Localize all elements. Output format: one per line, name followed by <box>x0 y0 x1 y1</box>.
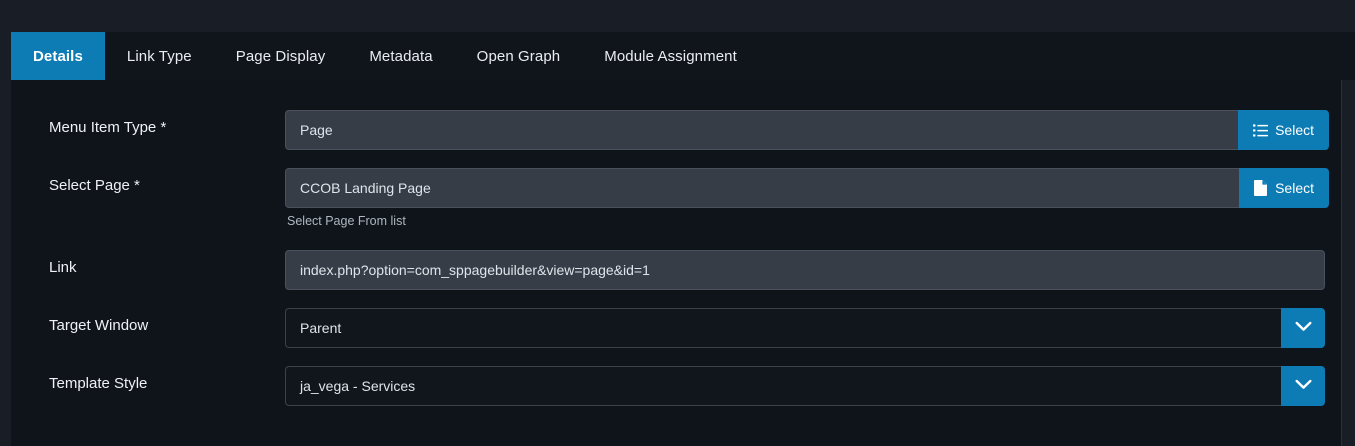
chevron-down-icon <box>1295 377 1312 395</box>
tab-page-display[interactable]: Page Display <box>214 32 348 80</box>
select-page-input[interactable]: CCOB Landing Page <box>285 168 1240 208</box>
chevron-down-icon <box>1295 319 1312 337</box>
field-row-menu-item-type: Menu Item Type * Page <box>11 110 1342 150</box>
select-page-label: Select Page * <box>49 177 140 194</box>
details-panel: Menu Item Type * Page <box>0 80 1355 446</box>
tab-open-graph[interactable]: Open Graph <box>455 32 583 80</box>
field-row-link: Link index.php?option=com_sppagebuilder&… <box>11 250 1342 290</box>
details-panel-content: Menu Item Type * Page <box>11 80 1342 446</box>
tab-module-assignment[interactable]: Module Assignment <box>582 32 759 80</box>
field-row-select-page: Select Page * CCOB Landing Page <box>11 168 1342 228</box>
target-window-field: Parent <box>285 308 1342 348</box>
tab-metadata[interactable]: Metadata <box>347 32 454 80</box>
link-label: Link <box>49 259 77 276</box>
menu-item-type-input[interactable]: Page <box>285 110 1239 150</box>
tab-bar: Details Link Type Page Display Metadata … <box>0 32 1355 81</box>
menu-item-type-select-button-label: Select <box>1275 122 1314 138</box>
tab-bar-left-gutter <box>0 32 11 80</box>
template-style-dropdown-button[interactable] <box>1281 366 1325 406</box>
target-window-label: Target Window <box>49 317 149 334</box>
select-page-help-text: Select Page From list <box>287 214 406 228</box>
template-style-label: Template Style <box>49 375 148 392</box>
menu-item-type-select-button[interactable]: Select <box>1238 110 1329 150</box>
field-row-template-style: Template Style ja_vega - Services <box>11 366 1342 406</box>
link-field: index.php?option=com_sppagebuilder&view=… <box>285 250 1342 290</box>
select-page-input-group: CCOB Landing Page Select <box>285 168 1329 208</box>
template-style-select-value[interactable]: ja_vega - Services <box>285 366 1281 406</box>
template-style-select-group[interactable]: ja_vega - Services <box>285 366 1325 406</box>
target-window-dropdown-button[interactable] <box>1281 308 1325 348</box>
top-chrome-bar <box>0 0 1355 32</box>
menu-item-type-field: Page <box>285 110 1342 150</box>
template-style-field: ja_vega - Services <box>285 366 1342 406</box>
list-icon <box>1253 123 1269 138</box>
select-page-select-button[interactable]: Select <box>1239 168 1329 208</box>
link-input[interactable]: index.php?option=com_sppagebuilder&view=… <box>285 250 1325 290</box>
field-row-target-window: Target Window Parent <box>11 308 1342 348</box>
target-window-select-group[interactable]: Parent <box>285 308 1325 348</box>
menu-item-type-input-group: Page <box>285 110 1329 150</box>
file-icon <box>1254 180 1268 196</box>
tab-details[interactable]: Details <box>11 32 105 80</box>
select-page-field: CCOB Landing Page Select <box>285 168 1342 228</box>
target-window-select-value[interactable]: Parent <box>285 308 1281 348</box>
tab-link-type[interactable]: Link Type <box>105 32 214 80</box>
select-page-select-button-label: Select <box>1275 180 1314 196</box>
menu-item-type-label: Menu Item Type * <box>49 119 167 136</box>
